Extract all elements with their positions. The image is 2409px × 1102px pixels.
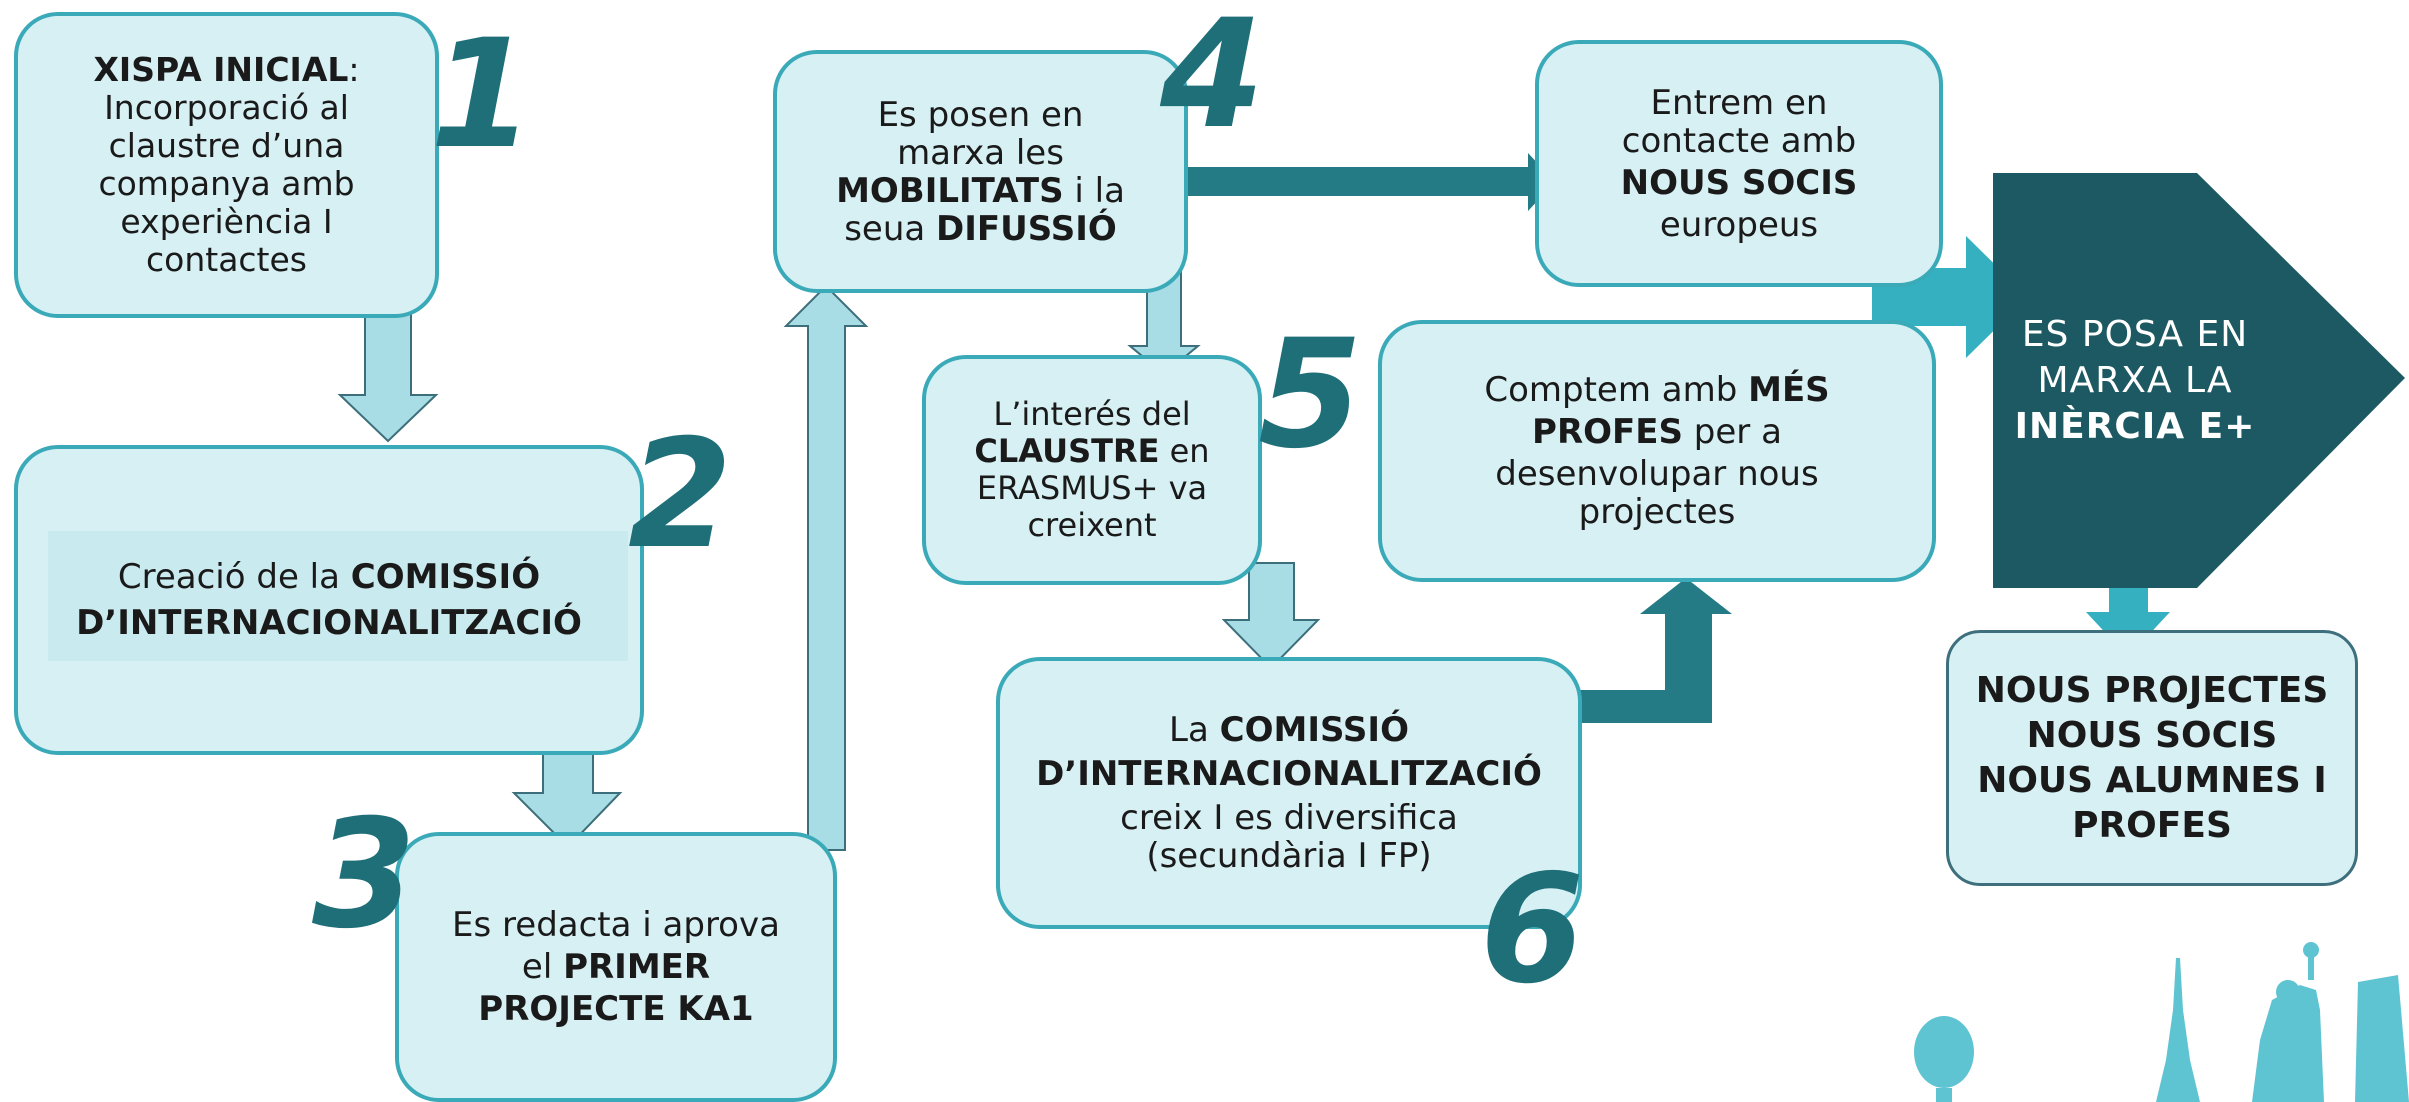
more-teachers-box: Comptem amb MÉS PROFES per a desenvolupa… [1378, 320, 1936, 582]
landmarks-group [1914, 942, 2409, 1102]
teachers-text: Comptem amb [1484, 370, 1749, 410]
step-4-line: MOBILITATS i la [836, 172, 1125, 210]
arrow-6-to-teachers [1548, 578, 1732, 723]
step-3-line: Es redacta i aprova [452, 905, 780, 945]
step-1-line: companya amb [98, 164, 355, 203]
step-2-line: Creació de la COMISSIÓ [118, 558, 540, 596]
arrow-3-to-4 [783, 284, 869, 851]
new-partners-box: Entrem en contacte amb NOUS SOCIS europe… [1535, 40, 1943, 287]
step-2-line: D’INTERNACIONALITZACIÓ [76, 603, 582, 643]
step-2-text: Creació de la [117, 557, 351, 597]
teachers-line: PROFES per a [1532, 413, 1782, 451]
outcome-line: NOUS PROJECTES [1975, 670, 2329, 711]
step-2-highlight [48, 531, 628, 661]
partners-line: europeus [1659, 204, 1819, 245]
inertia-label: ES POSA EN MARXA LA INÈRCIA E+ [2010, 312, 2260, 450]
inertia-line: MARXA LA [2037, 360, 2233, 401]
hot-air-balloon-icon [1914, 1016, 1974, 1102]
step-1-title: XISPA INICIAL: [93, 51, 359, 89]
step-5-line: ERASMUS+ va [976, 469, 1208, 507]
partners-line: NOUS SOCIS [1620, 162, 1858, 203]
step-4-line: Es posen en [877, 94, 1084, 135]
step-6-line: D’INTERNACIONALITZACIÓ [1036, 754, 1542, 794]
step-5-box: L’interés del CLAUSTRE en ERASMUS+ va cr… [922, 355, 1262, 585]
step-3-line: PROJECTE KA1 [478, 989, 754, 1029]
inertia-line: INÈRCIA E+ [2014, 406, 2256, 447]
teachers-bold: MÉS [1748, 370, 1830, 410]
step-2-number: 2 [628, 408, 733, 582]
step-4-text: seua [844, 208, 937, 249]
outcome-box: NOUS PROJECTES NOUS SOCIS NOUS ALUMNES I… [1946, 630, 2358, 886]
step-5-line: creixent [1027, 506, 1157, 544]
step-5-line: L’interés del [993, 395, 1191, 433]
step-4-line: marxa les [897, 132, 1064, 173]
teachers-text: per a [1683, 412, 1782, 452]
outcome-line: PROFES [2072, 805, 2232, 846]
step-4-number: 4 [1160, 0, 1265, 162]
teachers-line: projectes [1578, 492, 1736, 532]
arrow-4-to-partners [1162, 153, 1555, 211]
step-1-line: claustre d’una [108, 126, 345, 165]
inertia-line: ES POSA EN [2021, 314, 2249, 355]
arrow-to-inertia [1872, 236, 2028, 358]
step-4-text: i la [1063, 170, 1125, 211]
step-1-title-colon: : [348, 50, 360, 89]
step-1-line: Incorporació al [104, 88, 349, 127]
step-6-line: creix I es diversifica [1120, 798, 1458, 838]
step-5-number: 5 [1258, 308, 1363, 482]
statue-of-liberty-icon [2252, 942, 2324, 1102]
step-5-text: en [1159, 432, 1210, 470]
step-6-box: La COMISSIÓ D’INTERNACIONALITZACIÓ creix… [996, 657, 1582, 929]
step-6-line: (secundària I FP) [1146, 836, 1432, 876]
step-6-bold: COMISSIÓ [1219, 710, 1409, 750]
step-3-line: el PRIMER [522, 948, 710, 986]
step-3-number: 3 [312, 788, 417, 962]
step-1-line: contactes [146, 240, 307, 279]
outcome-line: NOUS SOCIS [2026, 715, 2278, 756]
leaning-tower-icon [2355, 975, 2409, 1102]
step-5-line: CLAUSTRE en [974, 433, 1209, 470]
step-4-bold: DIFUSSIÓ [936, 208, 1117, 249]
step-1-line: experiència I [120, 202, 333, 241]
teachers-line: Comptem amb MÉS [1484, 371, 1829, 409]
step-5-bold: CLAUSTRE [974, 432, 1160, 470]
step-3-box: Es redacta i aprova el PRIMER PROJECTE K… [395, 832, 837, 1102]
step-1-title-bold: XISPA INICIAL [93, 50, 349, 89]
outcome-line: NOUS ALUMNES I [1977, 760, 2327, 801]
teachers-bold: PROFES [1532, 412, 1683, 452]
partners-line: Entrem en [1650, 82, 1828, 123]
step-1-box: XISPA INICIAL: Incorporació al claustre … [14, 12, 439, 318]
step-2-box: Creació de la COMISSIÓ D’INTERNACIONALIT… [14, 445, 644, 755]
step-6-line: La COMISSIÓ [1169, 711, 1409, 749]
inertia-chevron [1993, 173, 2405, 588]
step-3-text: el [521, 947, 564, 987]
partners-line: contacte amb [1621, 120, 1857, 161]
step-3-bold: PRIMER [563, 947, 711, 987]
step-6-text: La [1169, 710, 1220, 750]
eiffel-tower-icon [2156, 958, 2200, 1102]
teachers-line: desenvolupar nous [1495, 454, 1819, 494]
step-6-number: 6 [1480, 843, 1585, 1017]
step-1-number: 1 [430, 8, 535, 182]
step-4-line: seua DIFUSSIÓ [844, 210, 1117, 248]
step-4-box: Es posen en marxa les MOBILITATS i la se… [773, 50, 1188, 293]
step-4-bold: MOBILITATS [836, 170, 1064, 211]
arrow-5-to-6 [1221, 562, 1321, 670]
step-2-bold: COMISSIÓ [350, 557, 541, 597]
